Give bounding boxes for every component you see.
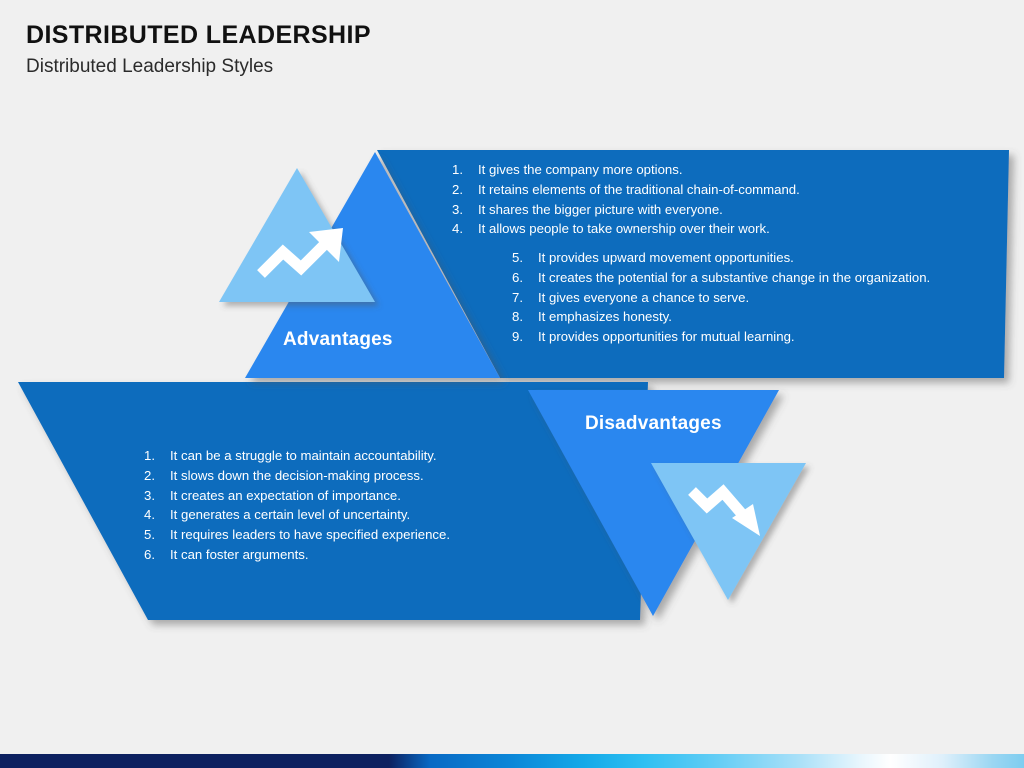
list-item: 1. It can be a struggle to maintain accou… [144, 446, 544, 466]
list-item-number: 3. [452, 201, 463, 217]
list-item-number: 2. [452, 181, 463, 197]
list-item-number: 3. [144, 487, 155, 503]
footer-gradient-bar [0, 754, 1024, 768]
list-item-number: 5. [144, 527, 155, 543]
list-item: 6. It creates the potential for a substan… [512, 268, 932, 288]
leadership-diagram [18, 150, 1009, 620]
list-item-number: 1. [144, 448, 155, 463]
disadvantages-ordered-list: 1. It can be a struggle to maintain accou… [144, 446, 544, 565]
list-item-text: It generates a certain level of uncertai… [170, 507, 411, 523]
list-item: 5. It provides upward movement opportunit… [512, 248, 932, 268]
disadvantages-icon-triangle[interactable] [651, 463, 806, 600]
list-item: 7. It gives everyone a chance to serve. [512, 288, 932, 308]
list-item-text: It provides opportunities for mutual lea… [538, 329, 795, 345]
list-item-text: It slows down the decision-making proces… [170, 467, 424, 483]
list-item-number: 8. [512, 309, 523, 325]
list-item-number: 7. [512, 289, 523, 305]
list-item-text: It creates an expectation of importance. [170, 487, 401, 503]
list-item: 4. It allows people to take ownership ove… [452, 219, 872, 239]
list-item: 2. It slows down the decision-making proc… [144, 466, 544, 486]
list-item: 9. It provides opportunities for mutual l… [512, 327, 932, 347]
page-title: DISTRIBUTED LEADERSHIP [26, 21, 371, 49]
list-item: 8. It emphasizes honesty. [512, 307, 932, 327]
slide-header: DISTRIBUTED LEADERSHIP Distributed Leade… [26, 21, 926, 78]
list-item-text: It provides upward movement opportunitie… [538, 250, 794, 265]
list-item-number: 4. [144, 507, 155, 523]
advantages-list-primary: 1. It gives the company more options. 2. It… [452, 160, 872, 239]
list-item-text: It requires leaders to have specified ex… [170, 527, 451, 543]
list-item-text: It shares the bigger picture with everyo… [478, 201, 723, 217]
list-item-text: It allows people to take ownership over … [478, 221, 770, 237]
list-item-text: It can be a struggle to maintain account… [170, 448, 437, 463]
advantages-panel[interactable] [377, 150, 1009, 378]
list-item: 3. It creates an expectation of importanc… [144, 486, 544, 506]
list-item-number: 6. [144, 546, 155, 562]
list-item: 1. It gives the company more options. [452, 160, 872, 180]
list-item-number: 6. [512, 269, 523, 285]
disadvantages-panel[interactable] [18, 382, 648, 620]
list-item: 3. It shares the bigger picture with ever… [452, 200, 872, 220]
list-item-number: 5. [512, 250, 523, 265]
list-item-number: 2. [144, 467, 155, 483]
list-item: 2. It retains elements of the traditional… [452, 180, 872, 200]
list-item-text: It gives everyone a chance to serve. [538, 289, 750, 305]
list-item-text: It gives the company more options. [478, 162, 683, 177]
list-item: 5. It requires leaders to have specified … [144, 525, 544, 545]
list-item-text: It creates the potential for a substanti… [538, 269, 931, 285]
advantages-icon-triangle[interactable] [219, 168, 375, 302]
advantages-ordered-list-secondary: 5. It provides upward movement opportunit… [512, 248, 932, 347]
list-item-text: It retains elements of the traditional c… [478, 181, 800, 197]
advantages-triangle[interactable] [245, 152, 500, 378]
list-item: 4. It generates a certain level of uncert… [144, 505, 544, 525]
list-item-text: It can foster arguments. [170, 546, 309, 562]
advantages-label: Advantages [283, 329, 393, 350]
list-item-number: 9. [512, 329, 523, 345]
trend-up-arrow-icon [257, 236, 333, 278]
list-item: 6. It can foster arguments. [144, 545, 544, 565]
advantages-ordered-list-primary: 1. It gives the company more options. 2. It… [452, 160, 872, 239]
advantages-list-secondary: 5. It provides upward movement opportunit… [512, 248, 932, 347]
list-item-number: 4. [452, 221, 463, 237]
disadvantages-label: Disadvantages [585, 413, 722, 434]
trend-down-arrow-head-icon [732, 504, 760, 536]
page-subtitle: Distributed Leadership Styles [26, 55, 274, 77]
list-item-text: It emphasizes honesty. [538, 309, 672, 325]
disadvantages-triangle[interactable] [528, 390, 779, 616]
trend-up-arrow-head-icon [309, 228, 343, 262]
list-item-number: 1. [452, 162, 463, 177]
disadvantages-list: 1. It can be a struggle to maintain accou… [144, 446, 544, 565]
trend-down-arrow-icon [688, 484, 753, 525]
